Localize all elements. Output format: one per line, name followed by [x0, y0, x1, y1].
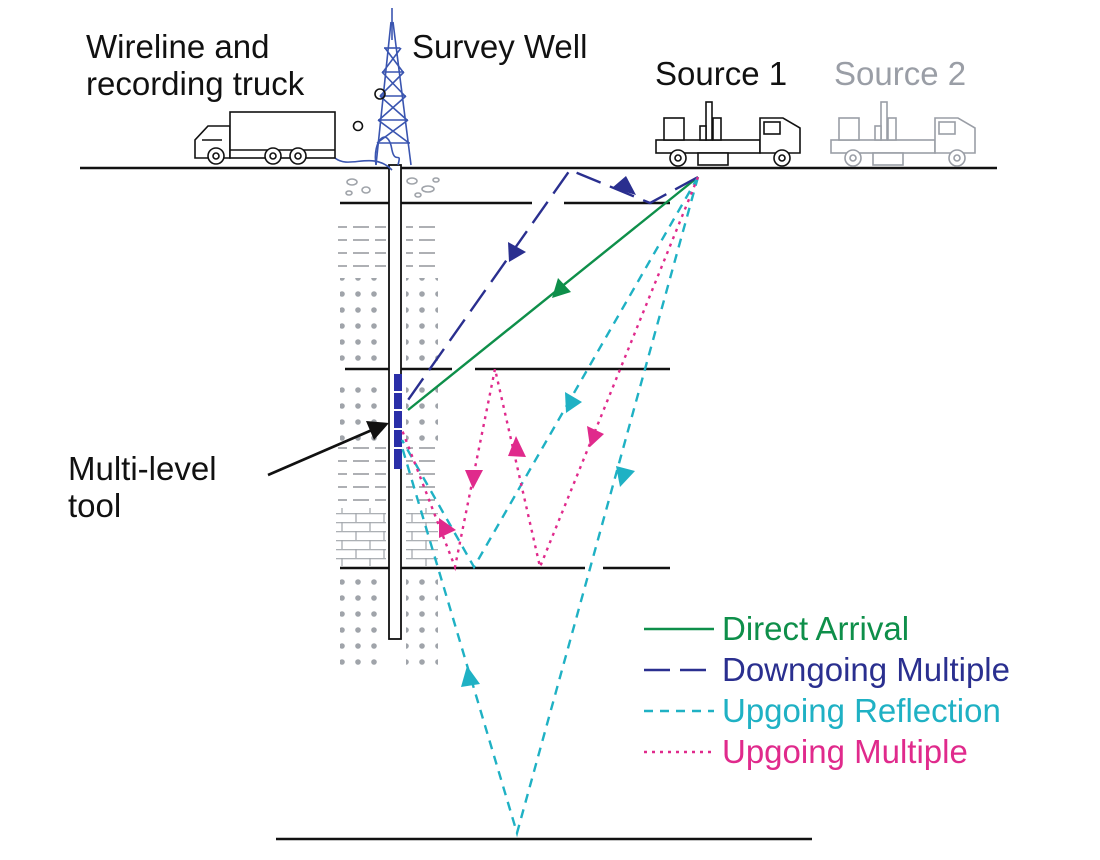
arrow-upmul-4	[439, 518, 456, 538]
vibrator-truck-source1-icon	[655, 101, 801, 167]
label-source-2: Source 2	[834, 55, 967, 92]
ray-direct-arrival	[407, 176, 699, 411]
arrow-downgoing-surface	[612, 176, 636, 195]
arrowheads	[439, 176, 636, 687]
label-tool-line1: Multi-level	[68, 450, 217, 487]
arrow-upmul-1	[587, 426, 604, 447]
ray-upgoing-multiple	[400, 176, 700, 572]
label-wireline-truck-line1: Wireline and	[86, 28, 270, 65]
arrow-upmul-3	[465, 470, 483, 489]
vibrator-truck-source2-icon	[830, 101, 976, 167]
multi-level-tool	[394, 374, 402, 469]
legend-label-downgoing-multiple: Downgoing Multiple	[722, 651, 1010, 688]
ray-upgoing-reflection	[400, 176, 700, 838]
legend-swatch-direct	[644, 627, 714, 631]
arrow-upref-3	[616, 466, 635, 487]
arrow-upmul-2	[508, 436, 526, 457]
rock-column-left	[336, 215, 386, 668]
legend-label-direct-arrival: Direct Arrival	[722, 610, 910, 647]
arrow-direct	[552, 278, 571, 298]
label-wireline-truck: Wireline and recording truck	[86, 28, 304, 102]
derrick-icon	[374, 8, 412, 166]
arrow-downgoing-mid	[508, 242, 526, 262]
legend-swatch-upgoing-multiple	[644, 750, 714, 754]
legend-swatch-upgoing-reflection	[644, 709, 714, 713]
label-multi-level-tool: Multi-level tool	[68, 450, 217, 524]
ray-downgoing-multiple	[407, 168, 699, 401]
cable-drum-icon	[352, 88, 386, 132]
label-tool-line2: tool	[68, 487, 122, 524]
truck-icon	[194, 111, 336, 165]
legend-label-upgoing-reflection: Upgoing Reflection	[722, 692, 1001, 729]
label-wireline-truck-line2: recording truck	[86, 65, 305, 102]
rock-column-right	[406, 215, 438, 668]
legend-swatch-downgoing	[644, 668, 714, 672]
arrow-upref-1	[565, 392, 582, 413]
tool-pointer-arrow	[267, 421, 389, 477]
arrow-upref-2	[461, 666, 480, 687]
wireline-cable	[334, 157, 393, 171]
label-survey-well: Survey Well	[412, 28, 588, 65]
formation-boundaries	[276, 201, 812, 841]
gravel-near-surface	[345, 177, 440, 198]
legend-label-upgoing-multiple: Upgoing Multiple	[722, 733, 968, 770]
label-source-1: Source 1	[655, 55, 788, 92]
